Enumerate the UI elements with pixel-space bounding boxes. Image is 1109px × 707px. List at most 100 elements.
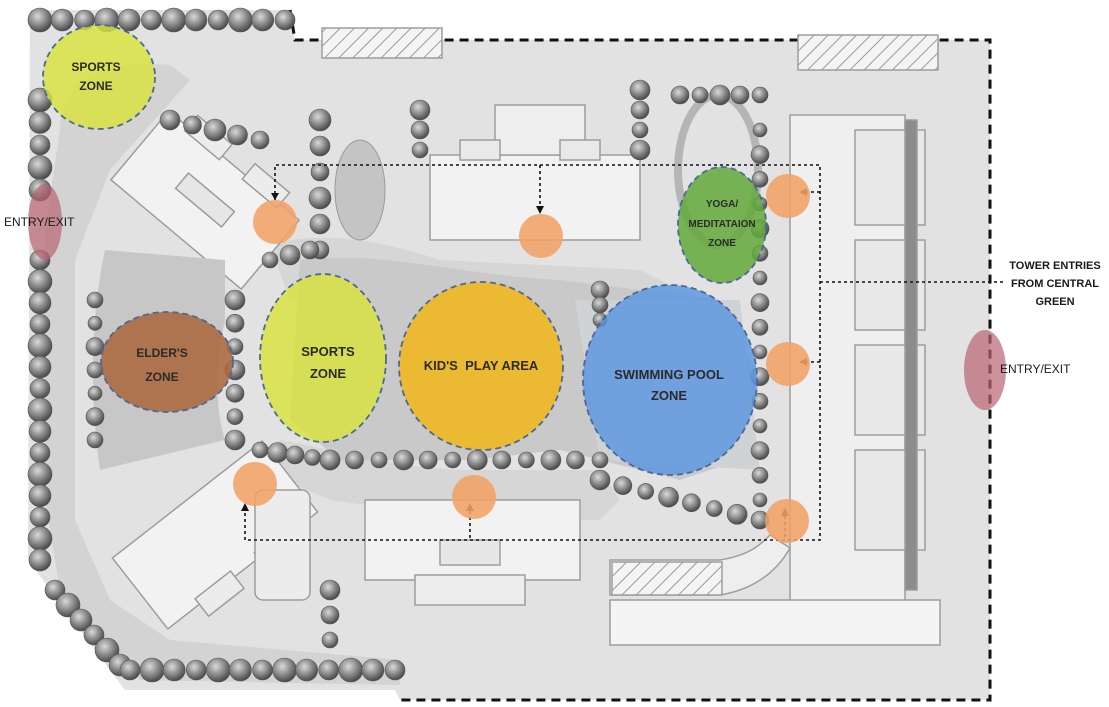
tree-icon (261, 251, 279, 269)
zone-swimming-pool-label-1: SWIMMING POOL (614, 367, 724, 382)
tower-entries-label-1: TOWER ENTRIES (1009, 260, 1100, 272)
tree-icon (267, 442, 288, 463)
tree-icon (28, 548, 52, 572)
tree-icon (411, 141, 429, 159)
tree-icon (85, 337, 105, 356)
tower-entries-label-2: FROM CENTRAL (1011, 278, 1099, 290)
tree-icon (466, 449, 488, 471)
tower-entry-marker (253, 200, 297, 244)
tree-icon (28, 420, 52, 443)
zone-sports-center: SPORTS ZONE (259, 273, 387, 443)
zone-elders-label-2: ZONE (145, 370, 178, 384)
tree-icon (309, 213, 331, 235)
tree-icon (750, 145, 770, 164)
tree-icon (225, 314, 245, 333)
tower-entry-marker (766, 174, 810, 218)
tree-icon (27, 397, 53, 423)
tree-icon (309, 135, 331, 157)
zone-yoga-label-3: ZONE (708, 238, 736, 249)
tree-icon (321, 631, 339, 649)
tree-icon (730, 85, 750, 105)
tree-icon (670, 85, 690, 105)
entry-exit-left-label: ENTRY/EXIT (4, 215, 75, 229)
zone-yoga-label-1: YOGA/ (706, 199, 738, 210)
tree-icon (207, 9, 229, 31)
tree-icon (44, 579, 66, 601)
tree-icon (226, 408, 244, 425)
tree-icon (540, 449, 562, 471)
zone-elders: ELDER'S ZONE (100, 311, 234, 413)
tree-icon (55, 592, 81, 618)
tower-entry-marker (233, 462, 277, 506)
tree-icon (726, 503, 748, 525)
entry-exit-left: ENTRY/EXIT (4, 184, 75, 260)
tree-icon (637, 483, 655, 500)
tree-icon (251, 8, 275, 32)
tree-icon (613, 476, 633, 496)
tree-icon (27, 461, 53, 487)
tree-icon (29, 134, 51, 156)
tree-icon (28, 111, 52, 134)
tree-icon (409, 99, 431, 121)
zone-yoga: YOGA/ MEDITATAION ZONE (677, 166, 767, 284)
tree-icon (29, 313, 51, 335)
tower-bottom-left-annex (254, 489, 311, 601)
zone-yoga-label-2: MEDITATAION (688, 219, 755, 230)
tree-icon (444, 451, 462, 469)
zone-sports-top: SPORTS ZONE (42, 24, 156, 130)
pond (334, 139, 386, 241)
tree-icon (119, 659, 141, 681)
tree-icon (117, 8, 141, 32)
tree-icon (250, 130, 270, 150)
tree-icon (590, 280, 610, 300)
zone-elders-label-1: ELDER'S (136, 346, 188, 360)
tree-icon (338, 657, 364, 683)
tree-icon (27, 269, 53, 294)
tree-icon (184, 8, 208, 32)
tree-icon (629, 79, 651, 101)
tree-icon (86, 431, 104, 449)
tower-entry-marker (766, 342, 810, 386)
tree-icon (50, 8, 74, 32)
tree-icon (751, 86, 769, 104)
tree-icon (630, 100, 650, 120)
tree-icon (318, 659, 340, 681)
zone-sports-center-label-2: ZONE (310, 366, 346, 381)
zone-sports-center-label-1: SPORTS (301, 344, 355, 359)
tree-icon (319, 449, 341, 471)
tree-icon (320, 605, 340, 625)
tree-icon (27, 526, 53, 551)
tree-icon (29, 378, 51, 399)
zones: SPORTS ZONE ELDER'S ZONE SPORTS ZONE KID… (42, 24, 767, 476)
trees (27, 7, 770, 683)
zone-sports-top-label-1: SPORTS (71, 60, 120, 74)
tree-icon (87, 316, 103, 331)
tree-icon (272, 657, 297, 683)
tree-icon (183, 115, 202, 135)
tree-icon (319, 579, 341, 601)
tower-entry-marker (519, 214, 563, 258)
tree-icon (224, 289, 246, 311)
site-boundary (288, 9, 992, 702)
podium-bottom-right (609, 599, 941, 646)
tree-icon (418, 450, 438, 470)
tree-icon (566, 450, 585, 470)
tree-icon (591, 296, 609, 314)
tree-icon (28, 355, 52, 379)
tree-icon (752, 492, 768, 508)
tree-icon (28, 484, 52, 508)
ramp-top-left (321, 27, 443, 59)
tree-icon (229, 658, 252, 682)
zone-swimming-pool-label-2: ZONE (651, 388, 687, 403)
tree-icon (709, 84, 731, 106)
entry-exit-right-label: ENTRY/EXIT (1000, 362, 1071, 376)
tower-entries-callout: TOWER ENTRIES FROM CENTRAL GREEN (1009, 260, 1100, 308)
tree-icon (203, 118, 227, 142)
tree-icon (185, 659, 207, 681)
tower-right-block (789, 114, 926, 616)
tower-entry-marker (765, 499, 809, 543)
tower-entry-marker (452, 475, 496, 519)
tower-entry-markers (233, 174, 810, 543)
tree-icon (361, 658, 385, 682)
